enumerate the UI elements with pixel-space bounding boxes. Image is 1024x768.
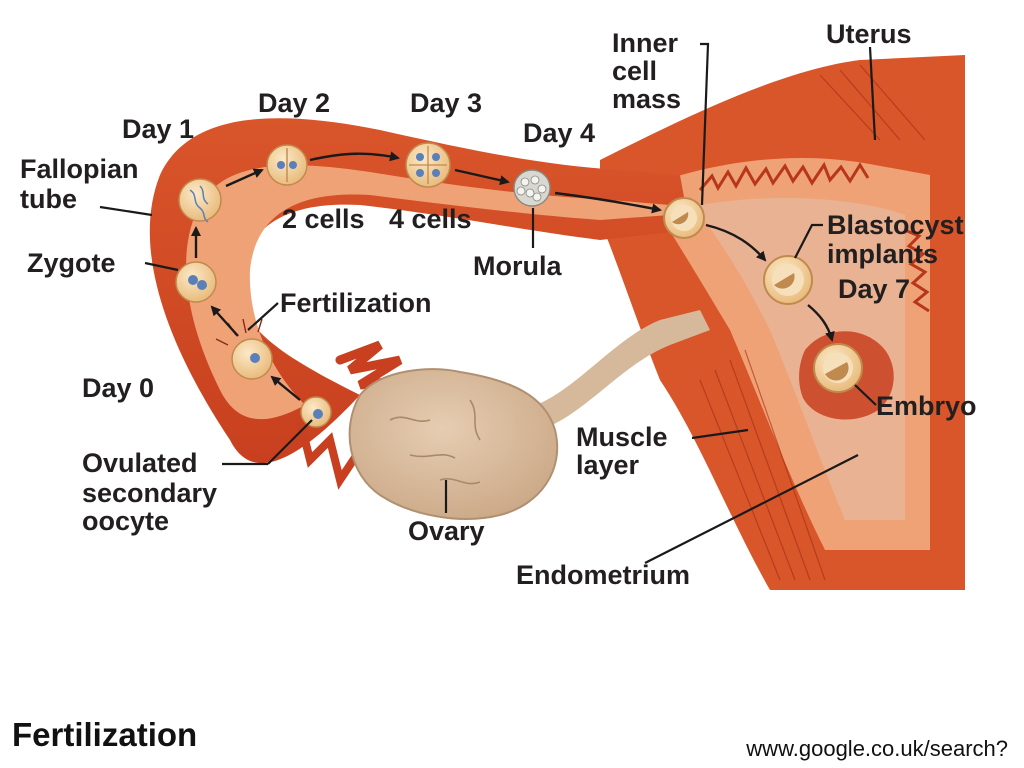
label-uterus: Uterus — [826, 19, 912, 49]
label-day-1: Day 1 — [122, 114, 194, 144]
embryo-cell — [799, 331, 894, 420]
blastocyst-inner-mass-cell — [663, 197, 705, 239]
ovulated-oocyte-cell — [300, 396, 332, 428]
label-fallopian-line-2: tube — [20, 184, 77, 214]
ovarian-ligament-shape — [520, 310, 710, 430]
zygote-cell — [175, 261, 217, 303]
label-day-0: Day 0 — [82, 373, 154, 403]
label-inner-cell-mass-3: mass — [612, 84, 681, 114]
uterus-shape — [600, 55, 965, 590]
label-day-2: Day 2 — [258, 88, 330, 118]
label-ovulated-1: Ovulated — [82, 448, 198, 478]
four-cell-stage — [405, 142, 451, 188]
label-inner-cell-mass-2: cell — [612, 56, 657, 86]
label-ovary: Ovary — [408, 516, 485, 546]
label-day-7: Day 7 — [838, 274, 910, 304]
label-fallopian-line-1: Fallopian — [20, 154, 139, 184]
label-day-4: Day 4 — [523, 118, 595, 148]
morula-cell — [513, 169, 551, 207]
two-cell-stage — [266, 144, 308, 186]
label-ovulated-2: secondary — [82, 478, 217, 508]
label-zygote: Zygote — [27, 248, 116, 278]
source-link[interactable]: www.google.co.uk/search? — [746, 736, 1008, 761]
day1-cell — [178, 178, 222, 223]
slide-title: Fertilization — [12, 716, 198, 753]
label-ovulated-3: oocyte — [82, 506, 169, 536]
label-four-cells: 4 cells — [389, 204, 472, 234]
ovary-shape — [348, 368, 559, 520]
label-blastocyst-1: Blastocyst — [827, 210, 964, 240]
label-endometrium: Endometrium — [516, 560, 690, 590]
label-inner-cell-mass-1: Inner — [612, 28, 679, 58]
implanting-blastocyst-cell — [763, 255, 813, 305]
label-muscle-layer-2: layer — [576, 450, 640, 480]
label-embryo: Embryo — [876, 391, 977, 421]
label-morula: Morula — [473, 251, 562, 281]
fertilization-diagram: Day 1 Day 2 Day 3 Day 4 Day 0 Day 7 Fall… — [20, 19, 977, 590]
label-muscle-layer-1: Muscle — [576, 422, 668, 452]
label-two-cells: 2 cells — [282, 204, 365, 234]
diagram-labels: Day 1 Day 2 Day 3 Day 4 Day 0 Day 7 Fall… — [20, 19, 977, 590]
label-day-3: Day 3 — [410, 88, 482, 118]
label-fertilization: Fertilization — [280, 288, 432, 318]
label-blastocyst-2: implants — [827, 239, 938, 269]
leader-lines — [99, 42, 877, 564]
development-flow-arrows — [191, 151, 835, 401]
